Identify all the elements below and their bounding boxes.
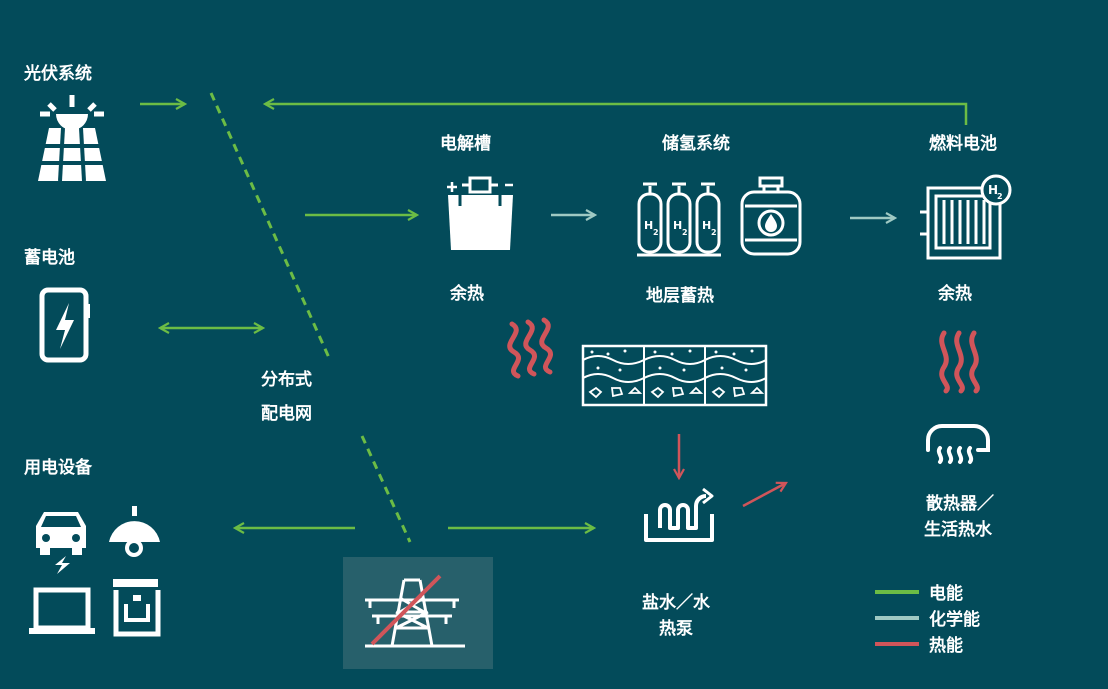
label-pv-system: 光伏系统 [24,64,92,84]
heat-waves-icon-fuelcell [939,330,980,394]
legend-swatch-electric [875,589,919,594]
arrow-fuelcell-to-grid [265,104,968,125]
coffee-machine-icon [113,579,161,637]
label-battery: 蓄电池 [24,248,75,268]
label-electrolyzer: 电解槽 [440,134,491,154]
fuel-cell-h2-label: H 2 [988,183,1003,201]
heat-waves-icon [507,317,553,379]
battery-icon [39,287,90,363]
legend-electric: 电能 [875,579,963,604]
legend-swatch-thermal [875,641,919,646]
label-h2-storage: 储氢系统 [662,134,730,154]
arrow-heatpump-to-radiator [742,483,786,508]
power-tower-icon [365,578,465,648]
label-fuel-cell: 燃料电池 [929,134,997,154]
legend-label-thermal: 热能 [929,636,963,656]
solar-panel-icon [38,95,106,182]
radiator-icon [926,424,990,464]
legend-chemical: 化学能 [875,605,980,630]
label-radiator-line1: 散热器／ [926,494,994,514]
h2-tank-icon [740,176,802,256]
car-icon [36,512,86,555]
power-tower-strike [370,574,442,646]
fuel-cell-icon [920,174,1012,260]
legend-label-electric: 电能 [929,584,963,604]
label-grid-line2: 配电网 [261,404,312,424]
svg-text:2: 2 [711,228,717,237]
label-radiator-line2: 生活热水 [924,520,992,540]
svg-text:H: H [673,219,682,232]
h2-cylinder-labels: H 2 H 2 H 2 [644,219,717,237]
label-grid-line1: 分布式 [261,370,312,390]
legend-label-chemical: 化学能 [929,610,980,630]
lamp-icon [109,506,160,557]
svg-text:2: 2 [653,228,659,237]
label-devices: 用电设备 [24,458,92,478]
charge-bolt-icon [55,556,70,574]
electrolyzer-icon [447,176,513,250]
label-heat-pump-line2: 热泵 [659,619,693,639]
legend-swatch-chemical [875,615,919,620]
legend-thermal: 热能 [875,631,963,656]
svg-text:H: H [988,183,998,197]
label-geo-storage: 地层蓄热 [646,286,714,306]
h2-cylinders-icon [637,182,721,257]
label-heat-pump-line1: 盐水／水 [642,593,710,613]
svg-text:2: 2 [682,228,688,237]
svg-text:H: H [702,219,711,232]
geothermal-layers-icon [581,344,768,407]
svg-text:H: H [644,219,653,232]
svg-text:2: 2 [997,192,1003,201]
heat-pump-icon [644,487,714,542]
grid-dashed-line-upper [209,92,332,361]
laptop-icon [29,587,95,634]
label-waste-heat-electrolyzer: 余热 [450,284,484,304]
grid-dashed-line-lower [360,435,412,543]
label-waste-heat-fuelcell: 余热 [938,284,972,304]
